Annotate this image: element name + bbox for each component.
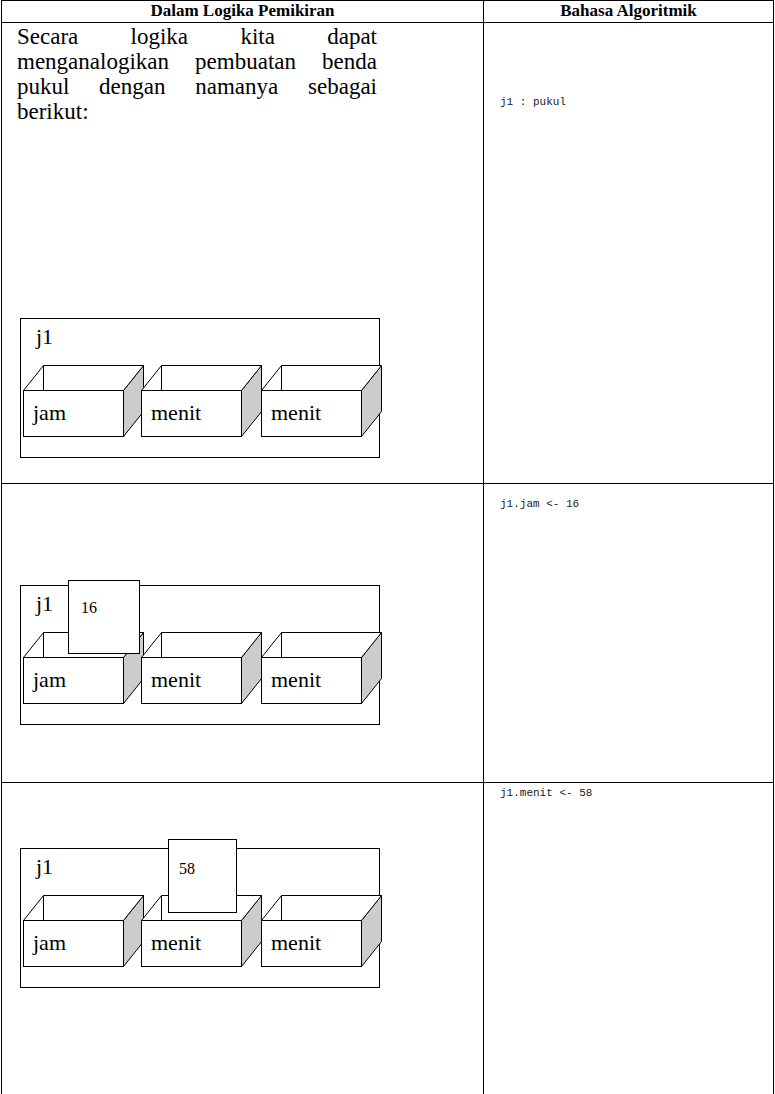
- variable-name: j1: [36, 592, 53, 616]
- variable-name: j1: [36, 325, 53, 349]
- field-name: menit: [271, 400, 321, 425]
- value-text: 16: [81, 599, 97, 617]
- value-text: 58: [179, 860, 195, 878]
- field-label: menit: [141, 920, 262, 966]
- field-name: menit: [151, 667, 201, 692]
- field-name: jam: [33, 930, 66, 955]
- field-name: jam: [33, 667, 66, 692]
- description-text-text: Secara logika kita dapat menganalogikan …: [17, 24, 377, 124]
- column-header: Bahasa Algoritmik: [484, 0, 773, 22]
- field-label: jam: [23, 657, 144, 703]
- field-name: jam: [33, 400, 66, 425]
- value-card: 16: [68, 580, 140, 654]
- code-line-text: j1.menit <- 58: [500, 787, 592, 799]
- description-text: Secara logika kita dapat menganalogikan …: [17, 24, 377, 124]
- field-label: menit: [261, 920, 382, 966]
- field-label: menit: [261, 657, 382, 703]
- field-label: jam: [23, 920, 144, 966]
- field-box: jam: [23, 895, 144, 967]
- column-header: Dalam Logika Pemikiran: [2, 0, 483, 22]
- code-line-text: j1.jam <- 16: [500, 498, 579, 510]
- column-header-text: Bahasa Algoritmik: [560, 1, 697, 20]
- field-name: menit: [151, 930, 201, 955]
- record-frame: j1 16 jam menit menit: [20, 585, 380, 725]
- field-label: menit: [261, 390, 382, 436]
- field-name: menit: [151, 400, 201, 425]
- field-box: menit: [141, 632, 262, 704]
- code-line: j1 : pukul: [500, 95, 566, 109]
- field-box: menit: [261, 365, 382, 437]
- field-name: menit: [271, 667, 321, 692]
- code-line-text: j1 : pukul: [500, 96, 566, 108]
- field-box: menit: [141, 365, 262, 437]
- column-header-text: Dalam Logika Pemikiran: [150, 1, 334, 20]
- code-line: j1.menit <- 58: [500, 786, 592, 800]
- field-label: menit: [141, 390, 262, 436]
- record-frame: j1 jam menit menit: [20, 318, 380, 458]
- field-label: jam: [23, 390, 144, 436]
- field-name: menit: [271, 930, 321, 955]
- variable-name: j1: [36, 855, 53, 879]
- field-box: menit: [261, 895, 382, 967]
- field-box: jam: [23, 365, 144, 437]
- field-box: menit: [261, 632, 382, 704]
- code-line: j1.jam <- 16: [500, 497, 579, 511]
- value-card: 58: [168, 839, 237, 913]
- record-frame: j1 58 jam menit menit: [20, 848, 380, 988]
- field-label: menit: [141, 657, 262, 703]
